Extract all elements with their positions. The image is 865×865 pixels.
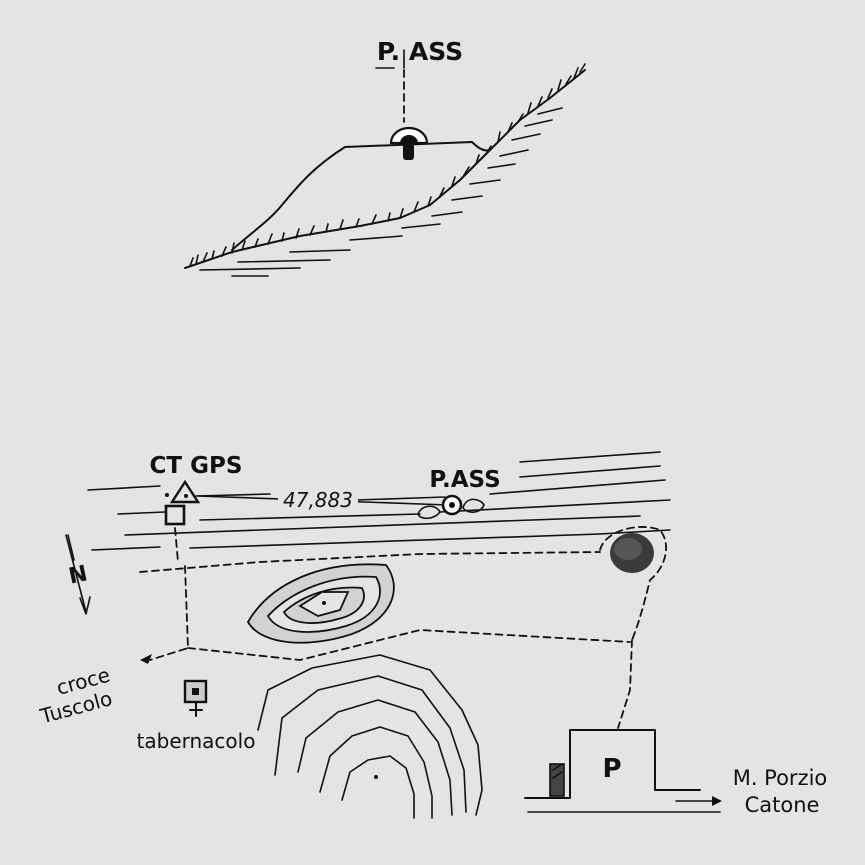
ct-gps-label: CT GPS	[150, 453, 243, 479]
north-label: N	[66, 561, 89, 589]
triangle-icon	[169, 479, 201, 504]
rock-shape	[417, 505, 441, 520]
grass-tufts	[189, 63, 586, 267]
distance-label: 47,883	[283, 488, 353, 512]
tabernacolo-label: tabernacolo	[137, 729, 256, 753]
arrow-to-porzio	[712, 796, 722, 806]
tabernacolo-icon	[183, 679, 208, 717]
ground-hatching	[199, 107, 563, 277]
parking-label: P	[602, 754, 621, 784]
pass-label: P.ASS	[429, 467, 500, 493]
porzio-label-line2: Catone	[745, 793, 820, 817]
porzio-label-line1: M. Porzio	[733, 766, 828, 790]
pass-station: P.ASS	[417, 467, 501, 520]
tree-icon	[610, 533, 654, 573]
small-hill-contours	[246, 563, 395, 644]
plan-sketch: CT GPS 47,883 P.ASS N	[37, 451, 828, 819]
ground-slope-line	[184, 69, 586, 269]
parking-area: P	[524, 729, 701, 799]
sign-icon	[549, 763, 565, 797]
north-arrow: N	[65, 534, 91, 615]
dashed-paths	[139, 526, 667, 729]
elevation-point-label: P. ASS	[377, 37, 463, 66]
hill-outline	[231, 141, 491, 251]
ct-gps-station: CT GPS	[150, 453, 243, 526]
arrow-to-croce	[140, 654, 152, 664]
road-lines	[87, 451, 671, 551]
rock-shape-2	[462, 498, 485, 513]
benchmark-symbol	[389, 126, 429, 160]
elevation-sketch: P. ASS	[184, 37, 586, 277]
large-hill-contours	[257, 654, 483, 819]
square-icon	[164, 504, 186, 526]
